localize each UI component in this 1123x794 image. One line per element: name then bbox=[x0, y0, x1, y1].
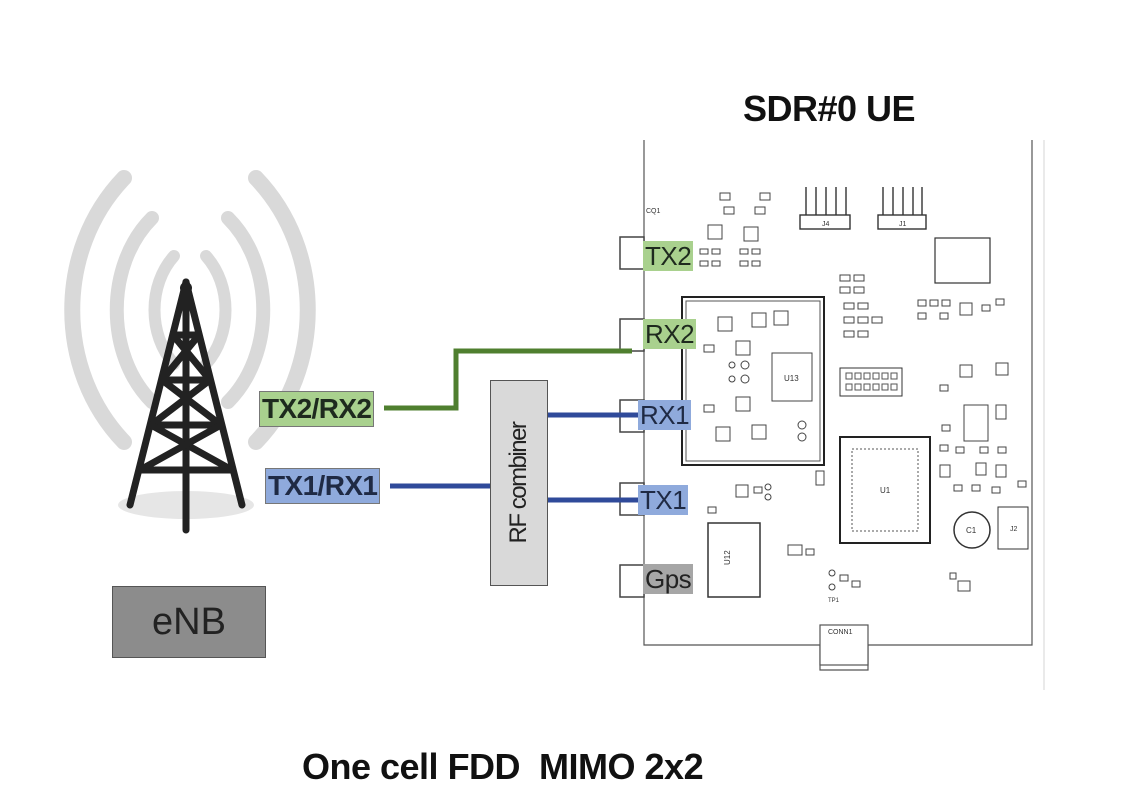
svg-text:U1: U1 bbox=[880, 486, 891, 495]
svg-text:CQ1: CQ1 bbox=[646, 208, 661, 215]
svg-text:U13: U13 bbox=[784, 374, 799, 383]
port-tx2-label: TX2 bbox=[643, 241, 694, 271]
tx2rx2-line bbox=[384, 348, 632, 411]
svg-text:U12: U12 bbox=[723, 550, 732, 565]
rf-combiner-label: RF combiner bbox=[505, 422, 532, 544]
enb-label: eNB bbox=[152, 600, 226, 643]
svg-text:C1: C1 bbox=[966, 526, 977, 535]
ue-title: SDR#0 UE bbox=[743, 88, 916, 129]
svg-text:TP1: TP1 bbox=[828, 598, 840, 604]
port-tx1-label: TX1 bbox=[638, 485, 689, 515]
svg-text:J2: J2 bbox=[1010, 526, 1018, 533]
cell-tower-icon bbox=[64, 170, 316, 534]
enb-box: eNB bbox=[112, 586, 266, 658]
tx2rx2-label: TX2/RX2 bbox=[259, 391, 375, 427]
port-rx2-label: RX2 bbox=[643, 319, 697, 349]
sdr-board-drawing: U13 U1 U12 J4 J1 CQ1 C1 J2 CONN1 TP1 bbox=[619, 140, 1045, 690]
port-rx1-label: RX1 bbox=[638, 400, 692, 430]
svg-text:CONN1: CONN1 bbox=[828, 629, 853, 636]
tx1rx1-label: TX1/RX1 bbox=[265, 468, 381, 504]
port-gps-label: Gps bbox=[643, 564, 694, 594]
rf-combiner-box: RF combiner bbox=[490, 380, 548, 586]
svg-text:J4: J4 bbox=[822, 221, 830, 228]
diagram-caption: One cell FDD MIMO 2x2 bbox=[302, 746, 704, 787]
svg-text:J1: J1 bbox=[899, 221, 907, 228]
